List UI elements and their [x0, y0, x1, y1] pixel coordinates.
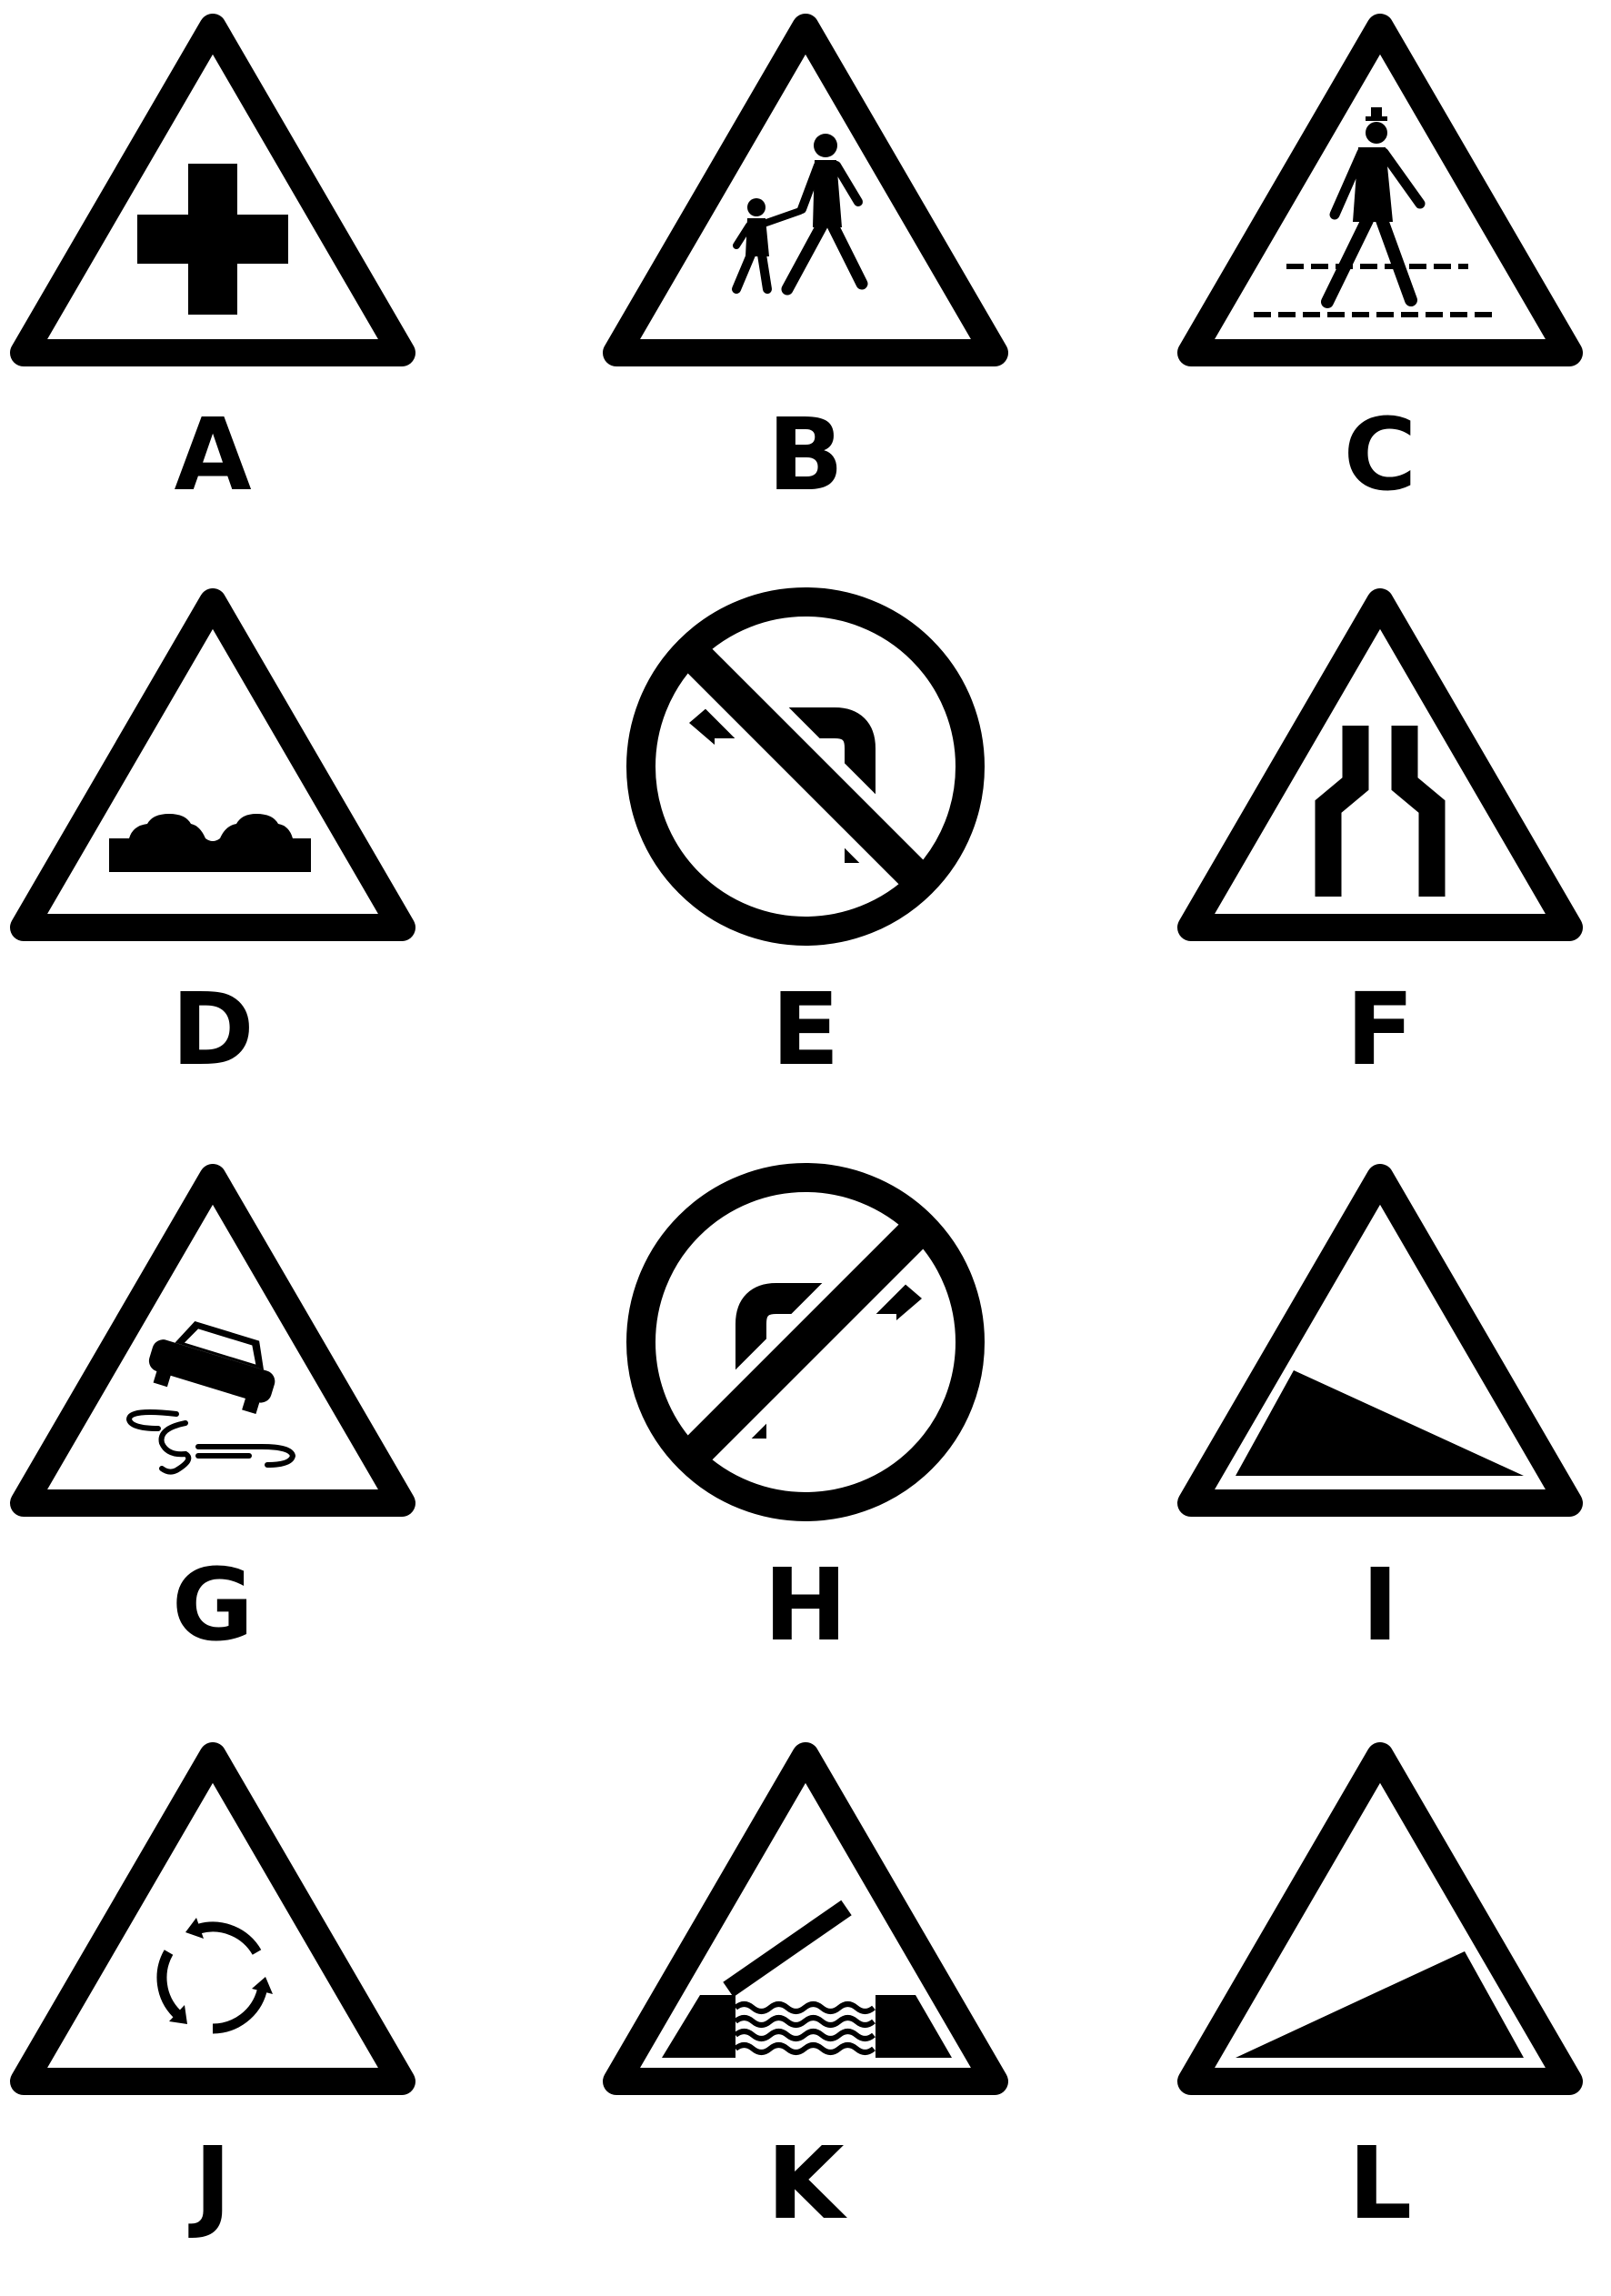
right-bank	[876, 1995, 952, 2058]
pedestrian-crossing-icon	[1254, 107, 1497, 317]
sign-j: J	[24, 1756, 402, 2241]
sign-f: F	[1191, 602, 1569, 1088]
sign-g: G	[24, 1178, 402, 1663]
raised-deck	[723, 1900, 852, 1998]
sign-label: L	[1348, 2125, 1412, 2241]
prohibition-bar	[676, 637, 935, 896]
sign-b: B	[616, 27, 995, 513]
prohibition-ring	[626, 1163, 985, 1521]
sign-label: D	[171, 971, 254, 1088]
sign-label: H	[764, 1547, 847, 1663]
prohibition-bar	[676, 1213, 935, 1471]
opening-bridge-icon	[662, 1900, 952, 2058]
no-left-turn-icon	[626, 587, 985, 946]
roundabout-icon	[156, 1918, 273, 2034]
steep-descent-icon	[1236, 1370, 1524, 1476]
sign-label: J	[188, 2125, 232, 2241]
warning-triangle	[1191, 602, 1569, 927]
left-bank	[662, 1995, 735, 2058]
sign-k: K	[616, 1756, 995, 2241]
sign-l: L	[1191, 1756, 1569, 2241]
children-crossing-icon	[732, 134, 868, 296]
sign-c: C	[1191, 27, 1569, 513]
skid-marks	[125, 1409, 296, 1475]
road-narrows-icon	[1315, 726, 1446, 897]
sign-label: F	[1346, 971, 1414, 1088]
sign-label: G	[172, 1547, 254, 1663]
slippery-road-icon	[125, 1320, 296, 1475]
sign-label: B	[767, 396, 844, 513]
sign-d: D	[24, 602, 402, 1088]
no-right-turn-icon	[626, 1163, 985, 1521]
sign-h: H	[626, 1163, 985, 1663]
water-waves	[734, 2001, 876, 2055]
sign-label: E	[771, 971, 839, 1088]
crossroads-cross-icon	[137, 164, 288, 315]
skidding-car	[148, 1320, 275, 1415]
sign-e: E	[626, 587, 985, 1088]
sign-label: A	[174, 396, 251, 513]
sign-label: I	[1362, 1547, 1399, 1663]
prohibition-ring	[626, 587, 985, 946]
sign-i: I	[1191, 1178, 1569, 1663]
sign-label: C	[1344, 396, 1417, 513]
sign-label: K	[766, 2125, 847, 2241]
warning-triangle	[24, 602, 402, 927]
sign-a: A	[24, 27, 402, 513]
steep-ascent-icon	[1236, 1951, 1524, 2058]
road-bumps-icon	[109, 814, 311, 872]
